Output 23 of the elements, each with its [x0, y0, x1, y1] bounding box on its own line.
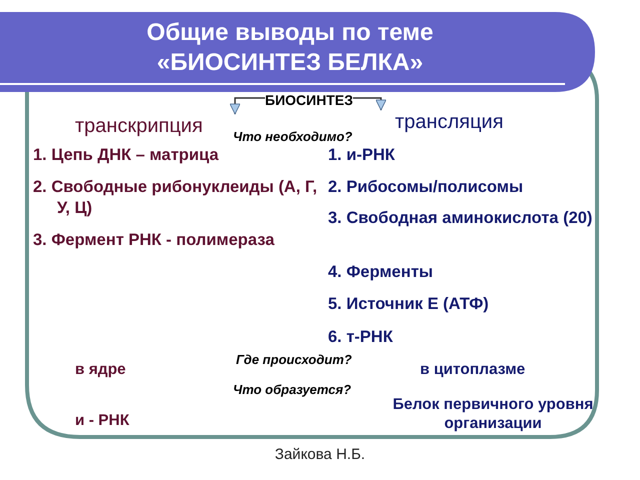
list-item: 1. Цепь ДНК – матрица: [33, 145, 220, 166]
result-text: Белок первичного уровня организации: [392, 395, 594, 433]
arrow: [352, 97, 386, 110]
question-text: Что образуется?: [233, 382, 352, 397]
result-text: в цитоплазме: [420, 360, 526, 380]
result-text: и - РНК: [75, 411, 130, 431]
author-caption: Зайкова Н.Б.: [274, 446, 366, 463]
list-item: 3. Фермент РНК - полимераза: [33, 230, 276, 251]
result-text: в ядре: [75, 360, 126, 380]
heading-text: БИОСИНТЕЗ: [265, 92, 353, 108]
question-text: Где происходит?: [236, 352, 352, 367]
list-item: 1. и-РНК: [328, 145, 396, 166]
question-text: Что необходимо?: [233, 129, 352, 144]
list-item: 4. Ферменты: [328, 262, 434, 283]
branch-heading: транскрипция: [75, 115, 203, 137]
list-item: 2. Рибосомы/полисомы: [328, 177, 524, 198]
list-item: 3. Свободная аминокислота (20): [328, 208, 594, 229]
list-item: 6. т-РНК: [328, 327, 394, 348]
list-item: 2. Свободные рибонуклеиды (А, Г, У, Ц): [33, 177, 318, 219]
list-item: 5. Источник Е (АТФ): [328, 294, 490, 315]
arrow: [230, 97, 265, 114]
title: Общие выводы по теме «БИОСИНТЕЗ БЕЛКА»: [146, 18, 434, 78]
branch-heading: трансляция: [395, 111, 504, 133]
